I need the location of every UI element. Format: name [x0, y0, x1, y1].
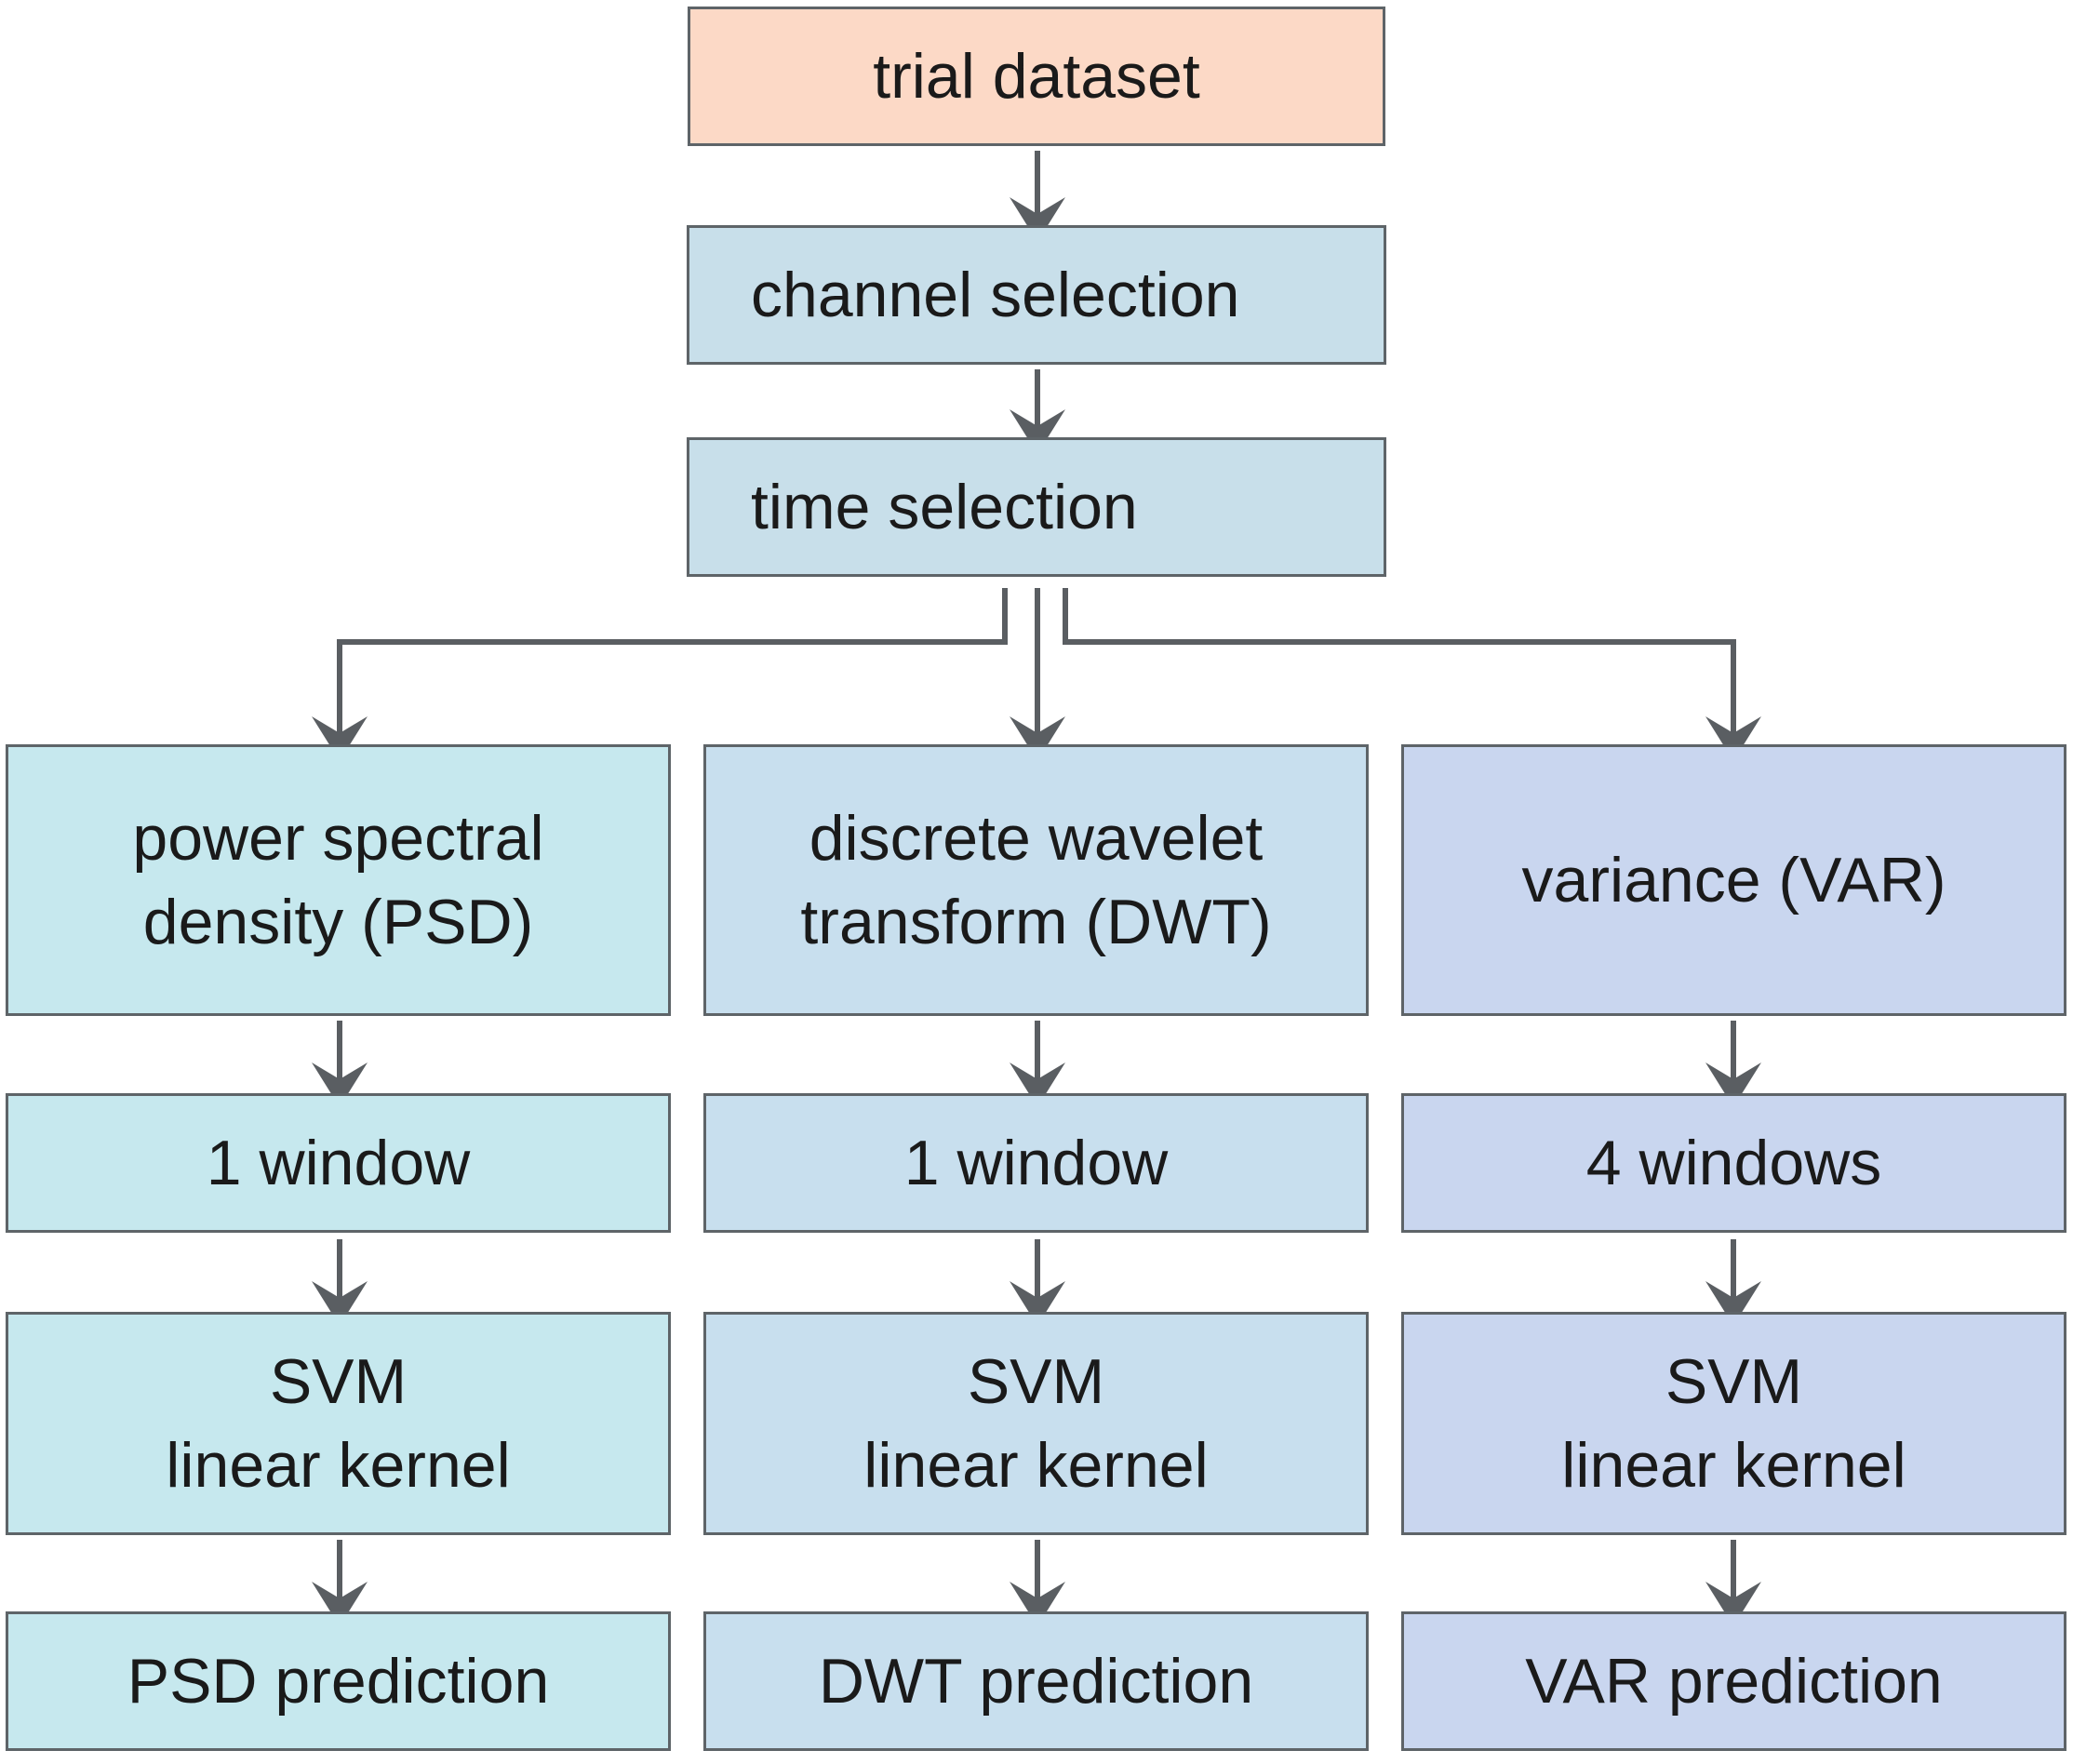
var-window-label: 4 windows: [1585, 1128, 1882, 1198]
var-svm-box: SVM linear kernel: [1401, 1312, 2066, 1535]
psd-svm-label-line1: SVM: [269, 1346, 408, 1417]
var-prediction-box: VAR prediction: [1401, 1611, 2066, 1751]
dwt-svm-box: SVM linear kernel: [703, 1312, 1369, 1535]
psd-window-label: 1 window: [206, 1128, 471, 1198]
psd-feature-box: power spectral density (PSD): [6, 744, 671, 1016]
psd-prediction-box: PSD prediction: [6, 1611, 671, 1751]
var-window-box: 4 windows: [1401, 1093, 2066, 1233]
dwt-feature-box: discrete wavelet transform (DWT): [703, 744, 1369, 1016]
dwt-window-box: 1 window: [703, 1093, 1369, 1233]
var-svm-label-line1: SVM: [1665, 1346, 1803, 1417]
dwt-window-label: 1 window: [903, 1128, 1169, 1198]
psd-prediction-label: PSD prediction: [127, 1646, 550, 1717]
channel-selection-box: channel selection: [687, 225, 1386, 365]
var-prediction-label: VAR prediction: [1525, 1646, 1943, 1717]
dwt-prediction-box: DWT prediction: [703, 1611, 1369, 1751]
arrow-time-to-var: [1063, 588, 1761, 761]
dwt-svm-label-line1: SVM: [967, 1346, 1105, 1417]
psd-window-box: 1 window: [6, 1093, 671, 1233]
dwt-prediction-label: DWT prediction: [818, 1646, 1254, 1717]
psd-feature-label-line1: power spectral: [132, 803, 544, 874]
var-feature-box: variance (VAR): [1401, 744, 2066, 1016]
psd-feature-label-line2: density (PSD): [142, 887, 534, 957]
var-svm-label-line2: linear kernel: [1561, 1430, 1906, 1501]
dwt-feature-label-line1: discrete wavelet: [809, 803, 1264, 874]
dwt-svm-label-line2: linear kernel: [863, 1430, 1209, 1501]
channel-selection-label: channel selection: [751, 260, 1240, 330]
psd-svm-label-line2: linear kernel: [166, 1430, 511, 1501]
dwt-feature-label-line2: transform (DWT): [800, 887, 1272, 957]
trial-dataset-box: trial dataset: [688, 7, 1385, 146]
psd-svm-box: SVM linear kernel: [6, 1312, 671, 1535]
time-selection-box: time selection: [687, 437, 1386, 577]
arrow-time-to-psd: [312, 588, 1008, 761]
time-selection-label: time selection: [751, 472, 1138, 542]
var-feature-label: variance (VAR): [1521, 845, 1946, 915]
trial-dataset-label: trial dataset: [873, 41, 1200, 112]
